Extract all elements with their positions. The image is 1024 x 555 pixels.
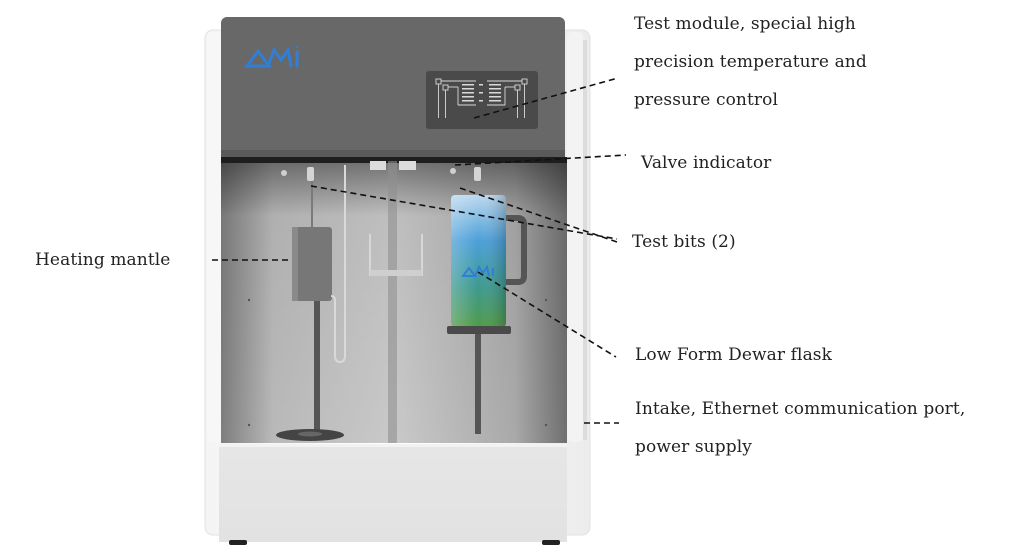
leader-test-bits-1 xyxy=(310,185,618,240)
control-panel-schematic xyxy=(426,71,538,129)
leader-valve-indicator xyxy=(454,154,627,166)
callout-test-module: Test module, special high precision temp… xyxy=(634,5,867,119)
callout-leader-lines xyxy=(212,77,627,424)
leader-dewar-flask xyxy=(477,271,617,358)
instrument-base xyxy=(219,444,567,545)
callout-heating-mantle: Heating mantle xyxy=(35,250,171,270)
ami-logo xyxy=(244,45,299,68)
callout-intake-ports: Intake, Ethernet communication port, pow… xyxy=(635,390,965,466)
callout-valve-indicator: Valve indicator xyxy=(641,153,772,173)
callout-test-module-line-1: Test module, special high xyxy=(634,14,856,34)
callout-dewar-flask: Low Form Dewar flask xyxy=(635,345,833,365)
leader-test-module xyxy=(473,77,619,119)
test-module-housing xyxy=(221,17,565,159)
leader-test-bits-2 xyxy=(459,187,618,243)
dewar-flask xyxy=(447,195,527,334)
callout-intake-ports-line-1: Intake, Ethernet communication port, xyxy=(635,399,966,419)
callout-test-module-line-2: precision temperature and xyxy=(634,52,867,72)
callout-test-module-line-3: pressure control xyxy=(634,90,778,110)
callout-intake-ports-line-2: power supply xyxy=(635,437,752,457)
callout-test-bits: Test bits (2) xyxy=(632,232,736,252)
sample-chamber xyxy=(221,157,567,443)
